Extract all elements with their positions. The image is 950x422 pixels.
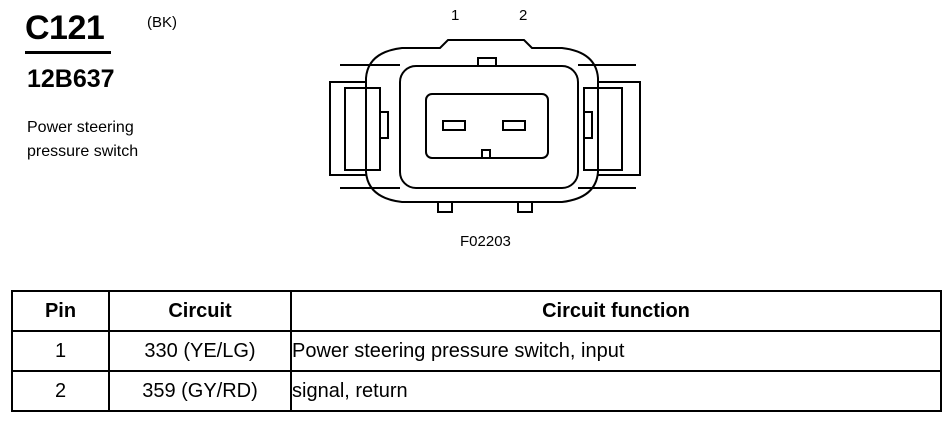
connector-id: C121 (25, 9, 105, 47)
connector-color-code: (BK) (147, 14, 177, 31)
cell-circuit-function: signal, return (290, 370, 942, 412)
top-latch (477, 57, 497, 67)
figure-id: F02203 (460, 233, 511, 250)
bottom-tab-left (437, 201, 453, 213)
table-header-row: Pin Circuit Circuit function (11, 290, 942, 332)
cell-circuit-function: Power steering pressure switch, input (290, 330, 942, 372)
header-circuit-function: Circuit function (290, 290, 942, 332)
connector-outer-housing (365, 39, 599, 203)
pinout-table: Pin Circuit Circuit function 1 330 (YE/L… (11, 290, 942, 412)
right-mounting-ear (598, 81, 641, 176)
terminal-cavity (425, 93, 549, 159)
pin-label-1: 1 (451, 7, 460, 24)
key-notch (481, 149, 491, 159)
cell-pin: 2 (11, 370, 110, 412)
cell-pin: 1 (11, 330, 110, 372)
pin-label-2: 2 (519, 7, 528, 24)
left-mounting-ear (329, 81, 366, 176)
terminal-slot-2 (502, 120, 526, 131)
table-row: 2 359 (GY/RD) signal, return (11, 370, 942, 412)
part-number: 12B637 (27, 65, 115, 93)
component-description-line-1: Power steering (27, 119, 134, 136)
bottom-tab-right (517, 201, 533, 213)
connector-id-underline (25, 51, 111, 54)
table-row: 1 330 (YE/LG) Power steering pressure sw… (11, 330, 942, 372)
header-circuit: Circuit (108, 290, 292, 332)
cell-circuit: 359 (GY/RD) (108, 370, 292, 412)
connector-inner-body (399, 65, 579, 189)
header-pin: Pin (11, 290, 110, 332)
cell-circuit: 330 (YE/LG) (108, 330, 292, 372)
component-description-line-2: pressure switch (27, 143, 139, 160)
terminal-slot-1 (442, 120, 466, 131)
connector-face-diagram (329, 39, 641, 213)
